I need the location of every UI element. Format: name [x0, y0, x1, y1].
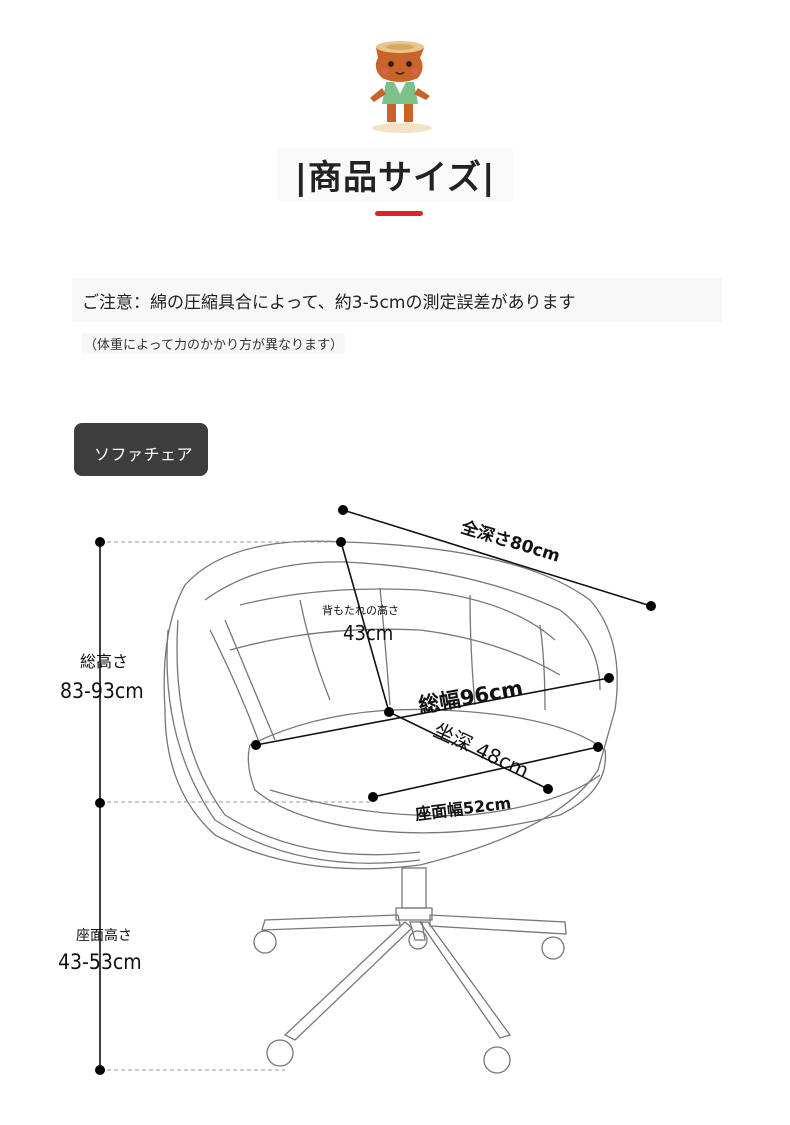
chair-illustration	[163, 540, 618, 870]
guide-lines	[100, 541, 372, 1071]
backrest-height-value: 43cm	[343, 621, 393, 645]
total-depth-label: 全深さ80cm	[458, 516, 563, 566]
notice-main-text: ご注意：綿の圧縮具合によって、約3-5cmの測定誤差があります	[82, 293, 576, 313]
product-label-text: ソファチェア	[94, 445, 194, 464]
notice-sub-text: （体重によって力のかかり方が異なります）	[82, 333, 345, 354]
mascot-illustration	[370, 41, 432, 133]
notice-background	[72, 278, 722, 322]
total-height-value: 83-93cm	[60, 679, 144, 703]
dimension-lines	[99, 509, 652, 1070]
seat-height-value: 43-53cm	[58, 950, 142, 974]
chair-dimension-diagram: 全深さ80cm 背もたれの高さ 43cm 総高さ 83-93cm 総幅96cm …	[58, 505, 656, 1075]
dimension-endpoints	[95, 505, 656, 1075]
seat-width-label: 座面幅52cm	[413, 793, 512, 824]
total-height-label: 総高さ	[80, 652, 128, 671]
product-label-badge: ソファチェア	[74, 423, 208, 476]
title-underline	[375, 211, 423, 216]
backrest-height-label: 背もたれの高さ	[322, 603, 399, 617]
page-title: |商品サイズ|	[276, 148, 514, 201]
chair-base	[253, 867, 567, 1074]
seat-height-label: 座面高さ	[76, 927, 132, 944]
